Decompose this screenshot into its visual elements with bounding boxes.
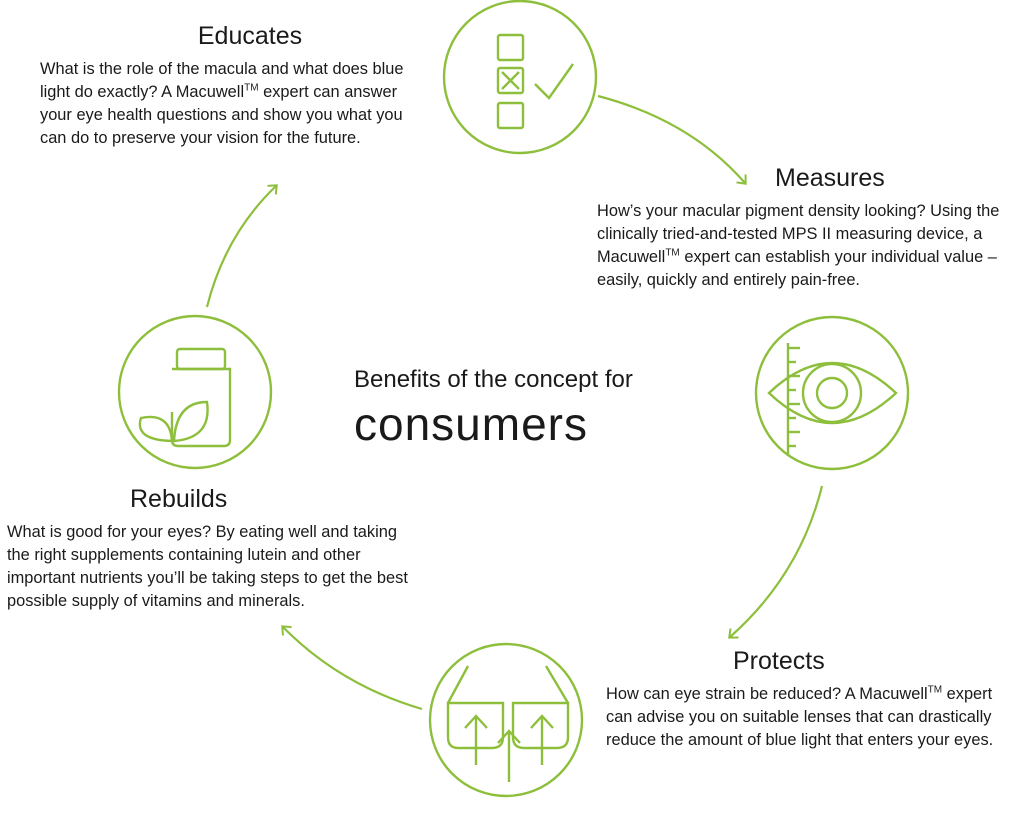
step-rebuilds: Rebuilds What is good for your eyes? By … [7, 483, 417, 613]
arrow-protects-to-rebuilds [281, 625, 423, 711]
step-description: How can eye strain be reduced? A Macuwel… [606, 683, 1016, 752]
supplement-jar-icon [117, 314, 273, 470]
step-description: What is good for your eyes? By eating we… [7, 521, 417, 613]
step-title: Rebuilds [130, 485, 228, 513]
description-text: How’s your macular pigment density looki… [597, 202, 1000, 266]
step-title: Protects [733, 647, 825, 675]
center-title-line2: consumers [354, 398, 588, 450]
arrow-educates-to-measures [597, 94, 747, 185]
trademark-mark: TM [244, 82, 259, 94]
step-protects: Protects How can eye strain be reduced? … [606, 645, 1016, 752]
step-measures: Measures How’s your macular pigment dens… [597, 162, 1017, 292]
description-text: expert can advise you on suitable lenses… [606, 685, 994, 749]
arrow-rebuilds-to-educates [205, 184, 278, 308]
step-description: How’s your macular pigment density looki… [597, 200, 1017, 292]
description-text: What is the role of the macula and what … [40, 60, 404, 101]
center-title-line1: Benefits of the concept for [354, 366, 633, 393]
center-title: Benefits of the concept for consumers [354, 365, 633, 453]
description-text: How can eye strain be reduced? A Macuwel… [606, 685, 928, 703]
step-title: Measures [775, 164, 885, 192]
arrow-measures-to-protects [728, 485, 824, 639]
glasses-icon [428, 642, 584, 798]
step-description: What is the role of the macula and what … [40, 58, 430, 150]
description-text: What is good for your eyes? By eating we… [7, 523, 408, 610]
checklist-icon [442, 0, 598, 155]
description-text: expert can establish your individual val… [597, 248, 997, 289]
description-text: expert can answer your eye health questi… [40, 83, 403, 147]
trademark-mark: TM [927, 684, 943, 696]
step-title: Educates [197, 22, 303, 50]
step-educates: Educates What is the role of the macula … [40, 20, 430, 150]
trademark-mark: TM [665, 247, 680, 259]
eye-measure-icon [754, 315, 910, 471]
